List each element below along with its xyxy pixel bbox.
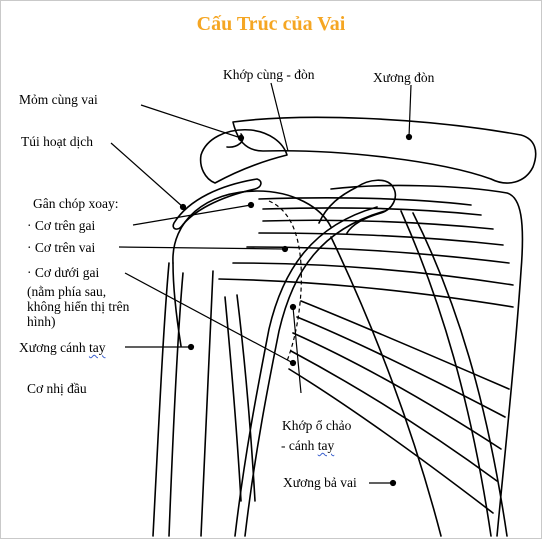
leader-co-tren-vai: [118, 246, 286, 250]
leader-tui-hoat-dich: [110, 142, 184, 208]
humeral-head-shape: [172, 190, 332, 264]
label-khop-o-chao-line2: - cánh tay: [281, 438, 334, 454]
leader-xuong-don: [408, 84, 412, 138]
label-khop-o-chao-tay: tay: [317, 438, 335, 453]
biceps-tendon: [244, 210, 386, 537]
leader-mom-cung-vai: [140, 104, 242, 139]
leader-co-tren-gai: [132, 204, 252, 226]
label-co-duoi-gai: · Cơ dưới gai: [27, 265, 100, 280]
label-note-line1: (nằm phía sau,: [27, 284, 107, 299]
label-xuong-canh-tay-tay: tay: [88, 340, 106, 355]
scapula-shape: [330, 184, 524, 537]
label-co-tren-gai: · Cơ trên gai: [27, 218, 96, 233]
label-xuong-don: Xương đòn: [373, 70, 435, 85]
clavicle-shape: [232, 116, 537, 184]
label-khop-o-chao-text: - cánh: [281, 438, 315, 453]
label-tui-hoat-dich: Túi hoạt dịch: [21, 134, 93, 149]
label-co-tren-vai: · Cơ trên vai: [27, 240, 96, 255]
label-xuong-ba-vai: Xương bả vai: [283, 475, 357, 490]
bursa-shape: [172, 178, 262, 230]
leader-co-duoi-gai: [124, 272, 294, 364]
leader-khop-cung-don: [270, 82, 289, 152]
label-xuong-canh-tay: Xương cánh tay: [19, 340, 105, 356]
label-gan-chop-xoay: Gân chóp xoay:: [33, 196, 119, 211]
label-mom-cung-vai: Mỏm cùng vai: [19, 92, 98, 107]
label-xuong-canh-tay-text: Xương cánh: [19, 340, 86, 355]
label-note-line2: không hiển thị trên: [27, 299, 130, 314]
label-khop-o-chao-line1: Khớp ổ chảo: [282, 418, 352, 433]
acromion-shape: [199, 129, 288, 184]
joint-capsule-dashed: [268, 200, 302, 362]
leader-khop-o-chao: [292, 306, 302, 394]
diagram-title: Cấu Trúc của Vai: [196, 13, 346, 35]
label-co-nhi-dau: Cơ nhị đầu: [27, 381, 87, 396]
label-note-line3: hình): [27, 314, 56, 329]
humerus-shaft: [168, 272, 184, 537]
label-khop-cung-don: Khớp cùng - đòn: [223, 67, 315, 82]
